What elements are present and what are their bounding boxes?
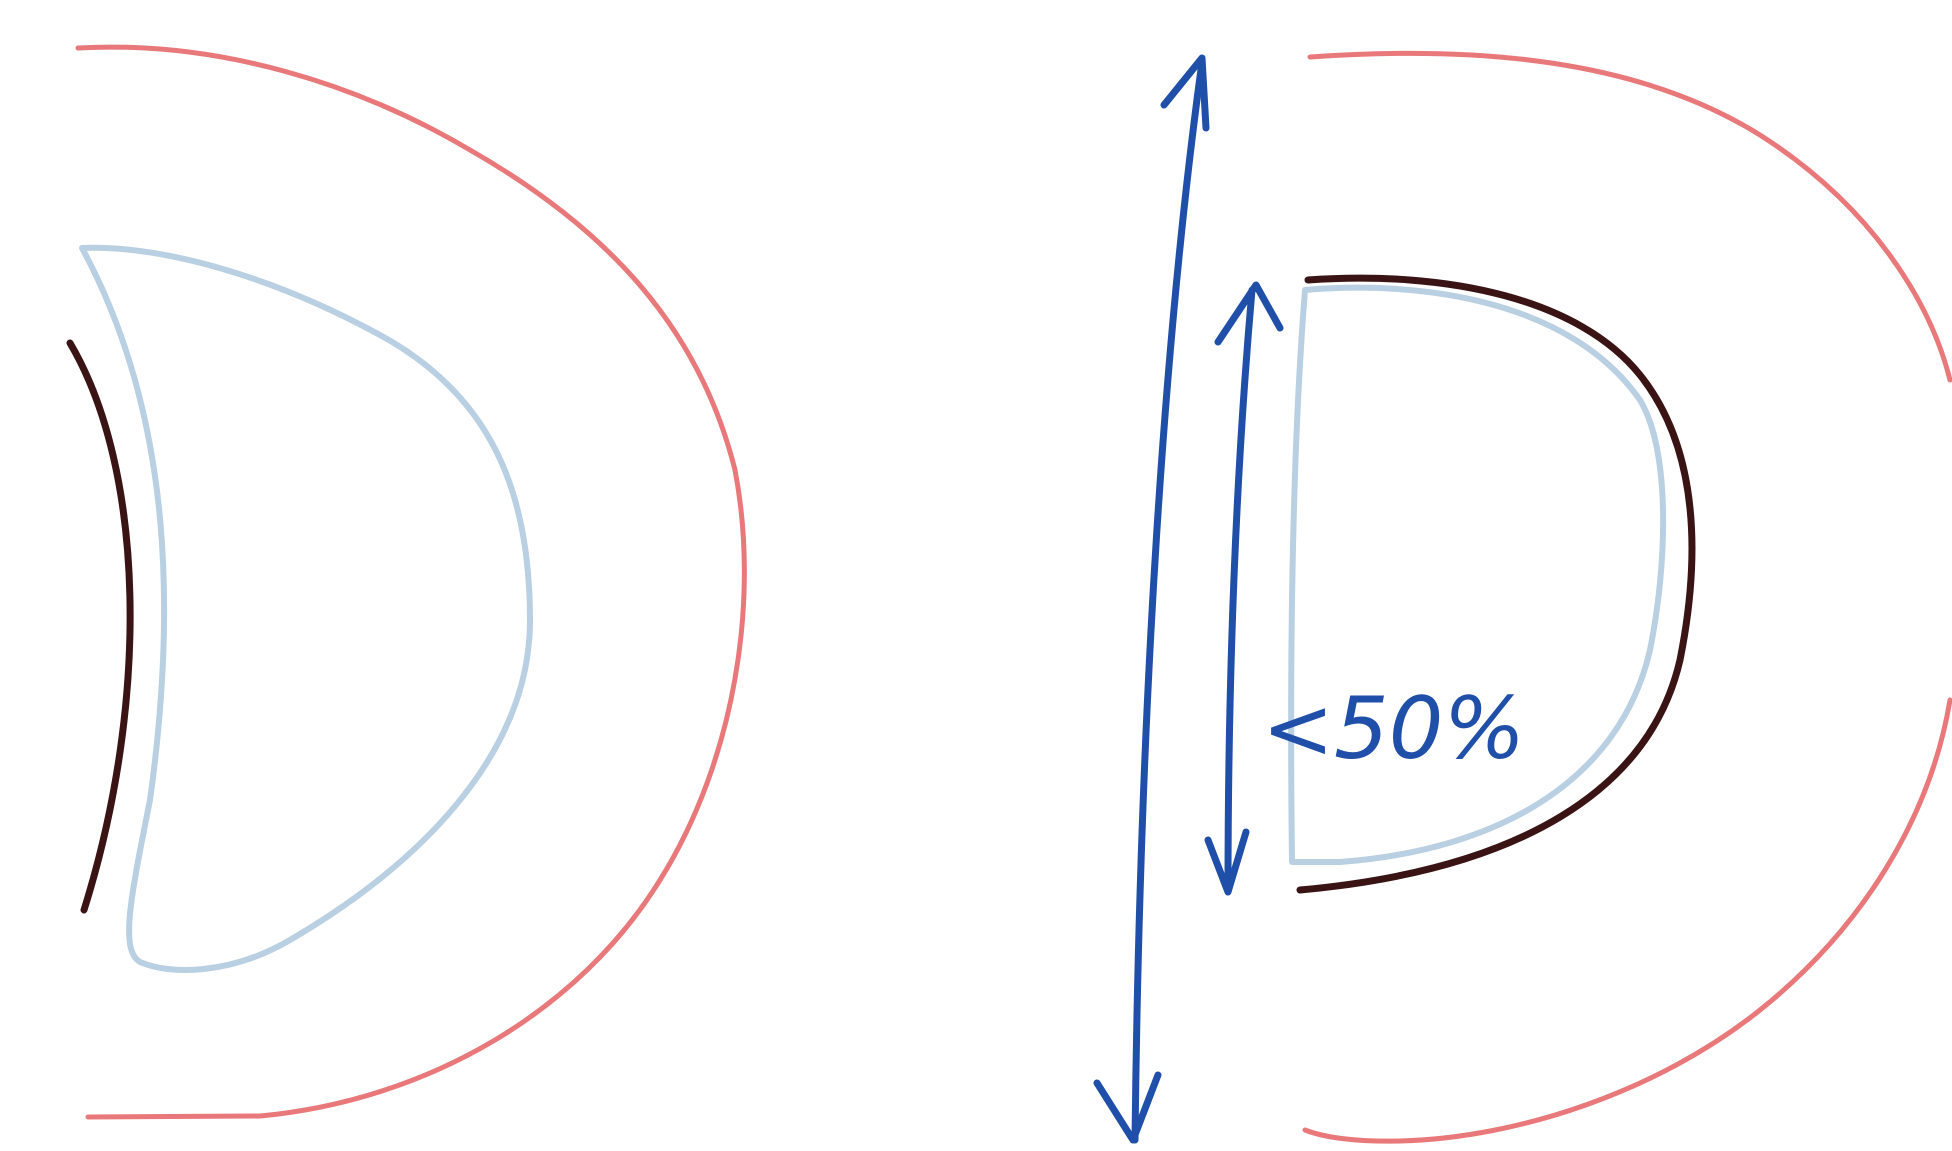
left-dark-arc [66,339,134,914]
long-arrow-head-bottom [1093,1071,1162,1144]
long-arrow-head-top [1160,54,1210,132]
right-outer-outline-lower [1302,697,1952,1144]
left-outer-outline [75,44,747,1120]
left-inner-outline [79,244,533,973]
right-inner-outline [1288,284,1667,865]
annotation: <50% [1093,54,1525,1144]
long-arrow-shaft [1131,58,1206,1144]
right-figure [1288,50,1952,1144]
percentage-label: <50% [1262,679,1525,779]
right-dark-outline [1296,274,1696,894]
left-figure [66,44,747,1120]
short-arrow-head-bottom [1204,828,1250,896]
short-arrow-shaft [1224,286,1256,894]
short-arrow-head-top [1214,281,1284,346]
right-outer-outline [1307,50,1952,383]
